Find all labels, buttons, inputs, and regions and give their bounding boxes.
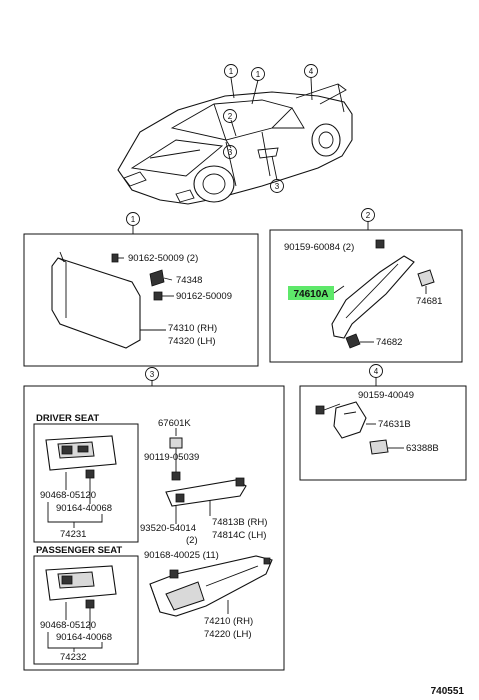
armrest-bracket-part	[165, 477, 247, 507]
label-90468-05120-driver: 90468-05120	[40, 490, 96, 501]
label-90164-40068-driver: 90164-40068	[56, 503, 112, 514]
svg-text:3: 3	[275, 182, 280, 191]
bolt-90162-b-icon	[153, 291, 174, 301]
label-90159-40049: 90159-40049	[358, 390, 414, 401]
hook-cover-part	[369, 439, 389, 455]
svg-text:2: 2	[228, 112, 233, 121]
bolt-90162-icon	[111, 253, 124, 263]
panel-sun-visor: 1 90162-50009 (2) 74348 90162-50009 7431	[23, 212, 259, 367]
svg-text:4: 4	[309, 67, 314, 76]
grip-label-highlight	[288, 286, 334, 300]
label-74348: 74348	[176, 275, 202, 286]
callout-1-panel-label: 1	[131, 215, 136, 224]
svg-text:3: 3	[228, 148, 233, 157]
callout-4-panel-label: 4	[374, 367, 379, 376]
callout-2-panel	[361, 208, 375, 222]
car-illustration	[117, 77, 353, 205]
callout-4-panel	[369, 364, 383, 378]
driver-switch-base-part	[45, 435, 117, 471]
label-74210-rh: 74210 (RH)	[204, 616, 253, 627]
callout-4-top: 4	[304, 64, 318, 78]
label-93520-qty: (2)	[186, 535, 198, 546]
label-90164-40068-passenger: 90164-40068	[56, 632, 112, 643]
label-90159-60084-2: 90159-60084 (2)	[284, 242, 354, 253]
label-74814c-lh: 74814C (LH)	[212, 530, 266, 541]
label-74631b: 74631B	[378, 419, 411, 430]
armrest-part	[149, 555, 273, 617]
callout-1-top-b: 1	[251, 67, 265, 81]
panel-armrest: 3 DRIVER SEAT 90468-05120 90164-40068 74…	[23, 367, 285, 671]
figure-number: 740551	[431, 686, 465, 697]
label-74320-lh: 74320 (LH)	[168, 336, 216, 347]
label-90162-50009-2: 90162-50009 (2)	[128, 253, 198, 264]
callout-3-panel	[145, 367, 159, 381]
svg-text:1: 1	[229, 67, 234, 76]
label-74682: 74682	[376, 337, 402, 348]
grip-bracket-part	[345, 333, 361, 349]
label-74232: 74232	[60, 652, 86, 663]
callout-1-top: 1	[224, 64, 238, 78]
grip-cap-part	[417, 269, 435, 287]
callout-2-car: 2	[223, 109, 237, 123]
passenger-seat-heading: PASSENGER SEAT	[36, 545, 122, 556]
label-74310-rh: 74310 (RH)	[168, 323, 217, 334]
label-74231: 74231	[60, 529, 86, 540]
label-67601k: 67601K	[158, 418, 191, 429]
assist-grip-part	[331, 255, 415, 339]
label-74681: 74681	[416, 296, 442, 307]
label-63388b: 63388B	[406, 443, 439, 454]
driver-seat-heading: DRIVER SEAT	[36, 413, 99, 424]
callout-3-panel-label: 3	[150, 370, 155, 379]
screw-90159-icon	[375, 239, 385, 249]
callout-3-car-b: 3	[270, 179, 284, 193]
label-74220-lh: 74220 (LH)	[204, 629, 252, 640]
callout-1-panel	[126, 212, 140, 226]
panel-coat-hook: 4 90159-40049 74631B 63388B	[299, 364, 467, 481]
svg-text:1: 1	[256, 70, 261, 79]
callout-2-panel-label: 2	[366, 211, 371, 220]
callout-3-car: 3	[223, 145, 237, 159]
sun-visor-part	[51, 251, 141, 349]
driver-screw-icon	[85, 469, 95, 479]
clip-b-icon	[171, 471, 181, 481]
passenger-switch-base-part	[45, 565, 117, 601]
label-90119-05039: 90119-05039	[144, 452, 199, 463]
label-93520-54014: 93520-54014	[140, 523, 196, 534]
coat-hook-part	[333, 401, 367, 439]
screw-90159-40049-icon	[315, 405, 325, 415]
clip-part	[169, 437, 183, 449]
label-90162-50009: 90162-50009	[176, 291, 232, 302]
label-74610a: 74610A	[293, 289, 328, 300]
label-74813b-rh: 74813B (RH)	[212, 517, 267, 528]
label-90468-05120-passenger: 90468-05120	[40, 620, 96, 631]
passenger-screw-icon	[85, 599, 95, 609]
visor-holder-part	[149, 269, 173, 287]
label-90168-40025-11: 90168-40025 (11)	[144, 550, 219, 561]
panel-assist-grip: 2 90159-60084 (2) 74610A 74681 74682	[269, 208, 463, 363]
